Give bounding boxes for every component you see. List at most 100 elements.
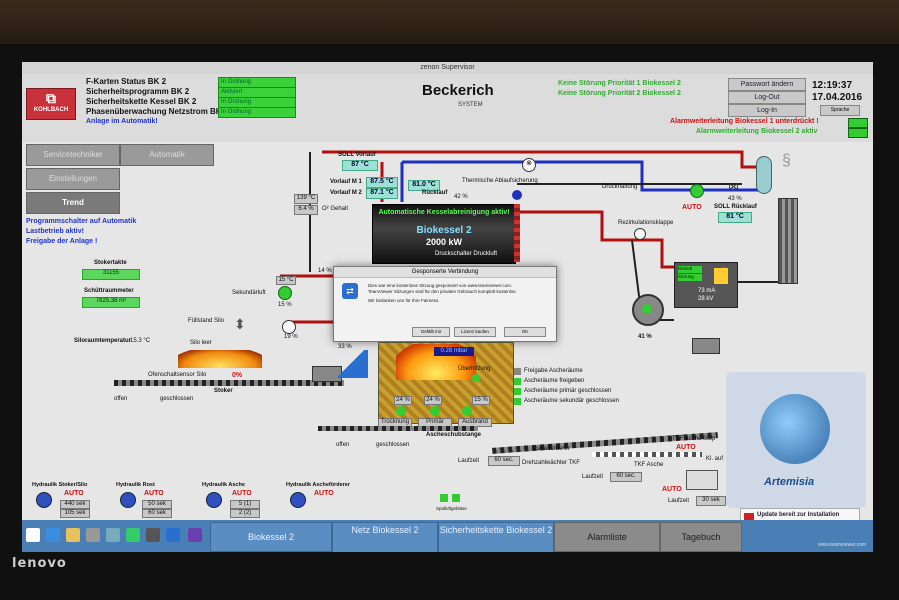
pct-33: 33 % xyxy=(338,344,352,350)
task-biokessel[interactable]: Biokessel 2 xyxy=(210,522,332,552)
primary-valve-icon[interactable] xyxy=(282,320,296,334)
pump-auto-label: AUTO xyxy=(682,204,702,211)
rost-pct-2: 24 % xyxy=(424,396,442,405)
hyd-rost-motor-icon[interactable] xyxy=(120,492,136,508)
language-button[interactable]: Sprache xyxy=(820,105,860,116)
asche-offen-label: offen xyxy=(336,442,350,448)
tkf-auto-label: AUTO xyxy=(676,444,696,451)
update-title: Update bereit zur Installation xyxy=(757,512,840,518)
zone-fan-2-icon[interactable] xyxy=(430,406,440,416)
task-alarmliste[interactable]: Alarmliste xyxy=(554,522,660,552)
secondary-fan-icon[interactable] xyxy=(278,286,292,300)
teamviewer-task-icon[interactable] xyxy=(166,528,180,542)
hyd-stoker-mode: AUTO xyxy=(64,490,84,497)
teamviewer-dialog: Gesponserte Verbindung ⇄ Dies war eine k… xyxy=(333,266,557,342)
boiler-power: 2000 kW xyxy=(425,237,463,247)
silo-empty-label: Silo leer xyxy=(190,340,212,346)
hyd-stoker-v2: 105 sek xyxy=(60,509,90,518)
ruecklauf-value: 81.0 °C xyxy=(408,180,440,191)
pct-14: 14 % xyxy=(318,268,332,274)
app-icon-1[interactable] xyxy=(86,528,100,542)
stokertakte-value: 31155 xyxy=(82,269,140,280)
silo-temp-value: 15.3 °C xyxy=(130,338,151,344)
dialog-ok-button[interactable]: OK xyxy=(504,327,546,337)
password-button[interactable]: Passwort ändern xyxy=(728,78,806,91)
app-icon-2[interactable] xyxy=(106,528,120,542)
hyd-asche-motor-icon[interactable] xyxy=(206,492,222,508)
zone-fan-3-icon[interactable] xyxy=(462,406,472,416)
dialog-title: Gesponserte Verbindung xyxy=(334,267,556,278)
freigabe-1: Freigabe Ascheräume xyxy=(524,368,583,374)
app-icon-4[interactable] xyxy=(146,528,160,542)
chimney-stack xyxy=(778,198,798,284)
freigabe-led-4 xyxy=(514,398,521,405)
login-button[interactable]: Log-In xyxy=(728,104,806,117)
search-icon[interactable] xyxy=(188,528,202,542)
dialog-buy-button[interactable]: Lizenz kaufen xyxy=(454,327,496,337)
hyd-asche-v1: 5 (1) xyxy=(230,500,260,509)
ruecklauf-label: Rücklauf xyxy=(422,190,448,196)
high-voltage-icon: ⚡ xyxy=(714,268,728,284)
message-prio1: Keine Störung Priorität 1 Biokessel 2 xyxy=(558,80,681,87)
kohlbach-logo: ⧉KOHLBACH xyxy=(26,88,76,120)
rezi-valve-icon[interactable] xyxy=(634,228,646,240)
boiler-pressure: Druckschalter Druckluft xyxy=(435,251,498,257)
stokertakte-label: Stokertakte xyxy=(94,260,127,266)
mixing-valve-icon[interactable]: ⋈ xyxy=(728,181,739,193)
start-icon[interactable] xyxy=(26,528,40,542)
spuel-label: Spülluftgebläse xyxy=(436,506,467,511)
monitor-brand: lenovo xyxy=(12,556,67,571)
silo-fuel-image xyxy=(178,350,262,368)
pct-42: 42 % xyxy=(454,194,468,200)
rost-pct-1: 24 % xyxy=(394,396,412,405)
task-netz-label: Netz Biokessel 2 xyxy=(351,525,419,535)
logout-button[interactable]: Log-Out xyxy=(728,91,806,104)
nav-einstellungen[interactable]: Einstellungen xyxy=(26,168,120,190)
vorlauf-m1-value: 87.5 °C xyxy=(366,177,398,188)
pct-19: 19 % xyxy=(284,334,298,340)
status-label-sicherheitskette: Sicherheitskette Kessel BK 2 xyxy=(86,97,197,106)
alarm-toggle-icon[interactable] xyxy=(848,118,868,128)
task-sicherheitskette[interactable]: Sicherheitskette Biokessel 2 xyxy=(438,522,554,552)
globe-icon xyxy=(760,394,830,464)
boiler-heater-icon xyxy=(514,204,520,262)
zone-fan-1-icon[interactable] xyxy=(396,406,406,416)
ie-icon[interactable] xyxy=(46,528,60,542)
hyd-aschefoerderer-motor-icon[interactable] xyxy=(290,492,306,508)
nav-trend[interactable]: Trend xyxy=(26,192,120,214)
smoke-icon: § xyxy=(782,152,791,169)
task-netz[interactable]: Netz Biokessel 2 xyxy=(332,522,438,552)
druckhaltung-label: Druckhaltung xyxy=(602,184,638,190)
nav-servicetechniker[interactable]: Servicetechniker xyxy=(26,144,120,166)
hyd-stoker-v1: 440 sek xyxy=(60,500,90,509)
ascheschub-label: Ascheschubstange xyxy=(426,432,482,438)
task-tagebuch[interactable]: Tagebuch xyxy=(660,522,742,552)
filter-ma: 73 mA xyxy=(698,288,716,294)
biokessel-boiler[interactable]: Automatische Kesselabreinigung aktiv! Bi… xyxy=(372,204,516,264)
pressure-display: 0.28 mbar xyxy=(434,347,474,356)
tkf-bin xyxy=(686,470,718,490)
o2-label: O² Gehalt xyxy=(322,206,349,212)
thermostat-label: Thermische Ablaufsicherung xyxy=(462,178,538,184)
app-icon-3[interactable] xyxy=(126,528,140,542)
ueberhitzung-led-icon xyxy=(472,374,480,382)
laufzeit-value-3: 30 sek xyxy=(696,496,726,506)
hyd-stoker-motor-icon[interactable] xyxy=(36,492,52,508)
hyd-rost-title: Hydraulik Rost xyxy=(116,482,155,488)
alarm-toggle-icon-2[interactable] xyxy=(848,128,868,138)
boiler-name: Biokessel 2 xyxy=(416,225,472,236)
nav-automatik[interactable]: Automatik xyxy=(120,144,214,166)
sek-luft-label: Sekundärluft xyxy=(232,290,266,296)
header: ⧉KOHLBACH F-Karten Status BK 2 In Ordnun… xyxy=(22,74,873,142)
folder-icon[interactable] xyxy=(66,528,80,542)
ueberhitzung-label: Überhitzung xyxy=(458,366,491,372)
dialog-text-3: Wir bedanken uns für Ihre Fairness. xyxy=(368,298,440,303)
pump-green-icon[interactable] xyxy=(690,184,704,198)
stoker-conveyor xyxy=(114,380,344,386)
laufzeit-label-2: Laufzeit xyxy=(582,474,604,480)
dialog-like-button[interactable]: Gefällt mir xyxy=(412,327,450,337)
status-label-fkarten: F-Karten Status BK 2 xyxy=(86,77,167,86)
footer-url: www.teamviewer.com xyxy=(818,542,867,548)
status-label-sicherheitsprogramm: Sicherheitsprogramm BK 2 xyxy=(86,87,190,96)
pump-blue-icon[interactable] xyxy=(512,190,522,200)
